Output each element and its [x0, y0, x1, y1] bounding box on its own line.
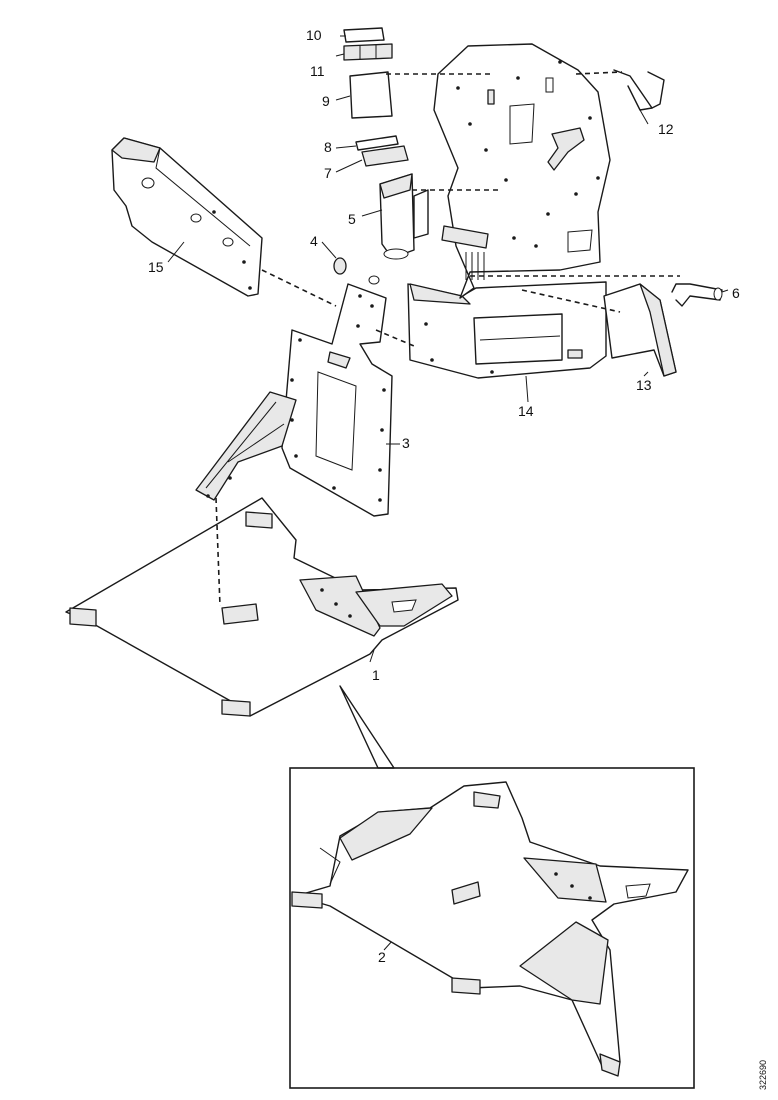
callout-12: 12: [658, 121, 674, 137]
part-3-mount-plate: [195, 283, 393, 517]
upper-frame-panel: [433, 43, 611, 299]
part-9-pad: [349, 71, 393, 119]
assembly-guide-lines: [215, 71, 680, 607]
part-8-strap: [355, 135, 399, 151]
part-12-hook-bracket: [613, 69, 665, 111]
callout-7: 7: [324, 165, 332, 181]
part-1-base-plate: [65, 497, 459, 717]
mount-plate-bolt-holes: [206, 294, 386, 502]
upper-panel-bolt-holes: [456, 60, 600, 248]
part-11-washer-set: [343, 43, 393, 61]
callout-labels: 10 11 9 8 7 5 4 15 12 6 13 14 3 1 2: [148, 27, 740, 965]
callout-4: 4: [310, 233, 318, 249]
callout-8: 8: [324, 139, 332, 155]
callout-14: 14: [518, 403, 534, 419]
callout-15: 15: [148, 259, 164, 275]
part-13-right-bracket: [603, 283, 677, 377]
part-4-clip: [333, 257, 380, 285]
inset-detail-frame: [289, 767, 695, 1089]
callout-11: 11: [310, 63, 325, 79]
part-14-lower-housing: [407, 281, 607, 379]
callout-6: 6: [732, 285, 740, 301]
figure-id: 322690: [758, 1060, 768, 1090]
callout-13: 13: [636, 377, 652, 393]
part-10-spacer: [343, 27, 385, 43]
callout-3: 3: [402, 435, 410, 451]
callout-2: 2: [378, 949, 386, 965]
part-2-alt-base-plate: [291, 781, 689, 1077]
part-7-sleeve: [361, 145, 409, 167]
callout-1: 1: [372, 667, 380, 683]
part-5-clamp-assembly: [379, 173, 429, 260]
inset-pointer: [339, 685, 395, 769]
callout-9: 9: [322, 93, 330, 109]
callout-5: 5: [348, 211, 356, 227]
part-6-hinge-pin: [671, 283, 723, 307]
part-15-side-plate: [111, 137, 263, 297]
callout-10: 10: [306, 27, 322, 43]
